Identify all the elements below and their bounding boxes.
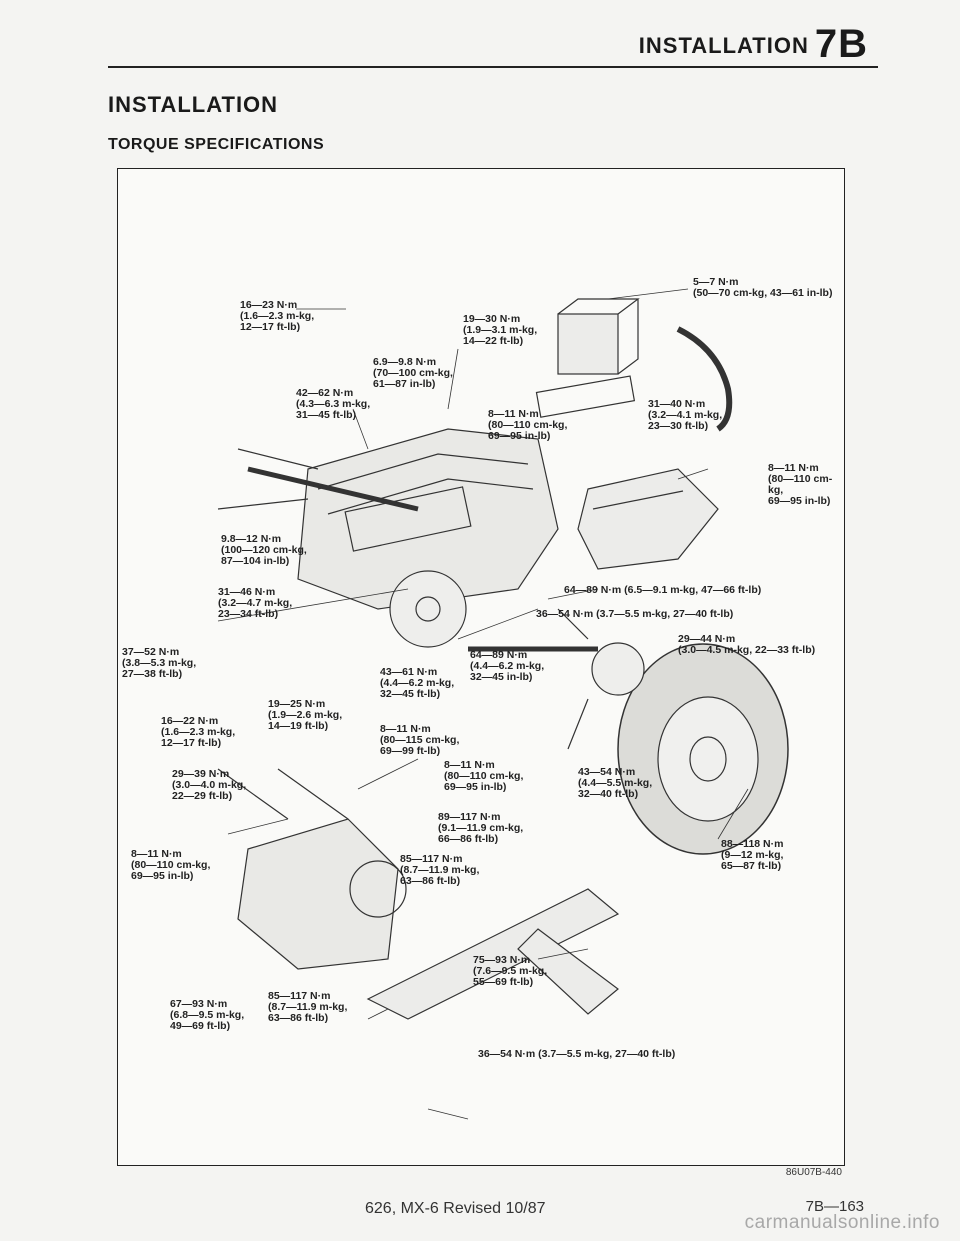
torque-callout: 75—93 N·m (7.6—9.5 m-kg, 55—69 ft-lb) xyxy=(473,954,548,988)
torque-callout: 43—61 N·m (4.4—6.2 m-kg, 32—45 ft-lb) xyxy=(380,666,455,700)
transaxle xyxy=(217,768,407,970)
page-number: 7B—163 xyxy=(805,1198,864,1215)
torque-callout: 8—11 N·m (80—110 cm-kg, 69—95 in-lb) xyxy=(444,759,524,793)
torque-callout: 64—89 N·m (4.4—6.2 m-kg, 32—45 in-lb) xyxy=(470,649,545,683)
exploded-diagram xyxy=(217,288,789,1120)
torque-callout: 9.8—12 N·m (100—120 cm-kg, 87—104 in-lb) xyxy=(221,533,307,567)
torque-callout: 6.9—9.8 N·m (70—100 cm-kg, 61—87 in-lb) xyxy=(373,356,453,390)
figure-frame: 5—7 N·m (50—70 cm-kg, 43—61 in-lb) 16—23… xyxy=(117,168,845,1166)
page-title: INSTALLATION xyxy=(108,92,279,117)
wheel-tire xyxy=(617,643,789,855)
torque-callout: 85—117 N·m (8.7—11.9 m-kg, 63—86 ft-lb) xyxy=(268,990,348,1024)
figure-code: 86U07B-440 xyxy=(785,1167,842,1178)
torque-callout: 16—22 N·m (1.6—2.3 m-kg, 12—17 ft-lb) xyxy=(161,715,236,749)
torque-callout: 31—40 N·m (3.2—4.1 m-kg, 23—30 ft-lb) xyxy=(648,398,723,432)
leader-lines xyxy=(217,288,749,1120)
torque-callout: 8—11 N·m (80—110 cm-kg, 69—95 in-lb) xyxy=(488,408,568,442)
torque-callout: 36—54 N·m (3.7—5.5 m-kg, 27—40 ft-lb) xyxy=(536,608,734,620)
engine-assembly xyxy=(217,428,559,610)
torque-callout: 85—117 N·m (8.7—11.9 m-kg, 63—86 ft-lb) xyxy=(400,853,480,887)
crossmember xyxy=(366,888,620,1020)
torque-callout: 37—52 N·m (3.8—5.3 m-kg, 27—38 ft-lb) xyxy=(122,646,197,680)
watermark: carmanualsonline.info xyxy=(744,1212,940,1233)
torque-callout: 64—89 N·m (6.5—9.1 m-kg, 47—66 ft-lb) xyxy=(564,584,762,596)
torque-callout: 42—62 N·m (4.3—6.3 m-kg, 31—45 ft-lb) xyxy=(296,387,371,421)
air-cleaner xyxy=(577,326,733,570)
footer-model: 626, MX-6 Revised 10/87 xyxy=(365,1200,546,1217)
torque-callout: 88—118 N·m (9—12 m-kg, 65—87 ft-lb) xyxy=(721,838,784,872)
torque-callout: 31—46 N·m (3.2—4.7 m-kg, 23—34 ft-lb) xyxy=(218,586,293,620)
torque-callout: 8—11 N·m (80—110 cm-kg, 69—95 in-lb) xyxy=(768,462,833,507)
running-header-code: 7B xyxy=(814,22,868,66)
torque-callout: 29—39 N·m (3.0—4.0 m-kg, 22—29 ft-lb) xyxy=(172,768,247,802)
drive-plate xyxy=(389,570,467,648)
torque-callout: 67—93 N·m (6.8—9.5 m-kg, 49—69 ft-lb) xyxy=(170,998,245,1032)
torque-callout: 8—11 N·m (80—110 cm-kg, 69—95 in-lb) xyxy=(131,848,211,882)
torque-callout: 89—117 N·m (9.1—11.9 cm-kg, 66—86 ft-lb) xyxy=(438,811,524,845)
page-subtitle: TORQUE SPECIFICATIONS xyxy=(108,136,325,153)
torque-callout: 5—7 N·m (50—70 cm-kg, 43—61 in-lb) xyxy=(693,276,833,299)
torque-callout: 43—54 N·m (4.4—5.5 m-kg, 32—40 ft-lb) xyxy=(578,766,653,800)
steering-knuckle xyxy=(557,608,645,750)
torque-callout: 29—44 N·m (3.0—4.5 m-kg, 22—33 ft-lb) xyxy=(678,633,816,656)
drive-shaft xyxy=(247,466,598,652)
battery xyxy=(535,298,640,418)
header-rule xyxy=(108,66,878,68)
torque-callout: 19—30 N·m (1.9—3.1 m-kg, 14—22 ft-lb) xyxy=(463,313,538,347)
torque-callout: 36—54 N·m (3.7—5.5 m-kg, 27—40 ft-lb) xyxy=(478,1048,676,1060)
torque-callout: 8—11 N·m (80—115 cm-kg, 69—99 ft-lb) xyxy=(380,723,460,757)
torque-callout: 16—23 N·m (1.6—2.3 m-kg, 12—17 ft-lb) xyxy=(240,299,315,333)
running-header-title: INSTALLATION xyxy=(638,33,809,58)
torque-callout: 19—25 N·m (1.9—2.6 m-kg, 14—19 ft-lb) xyxy=(268,698,343,732)
